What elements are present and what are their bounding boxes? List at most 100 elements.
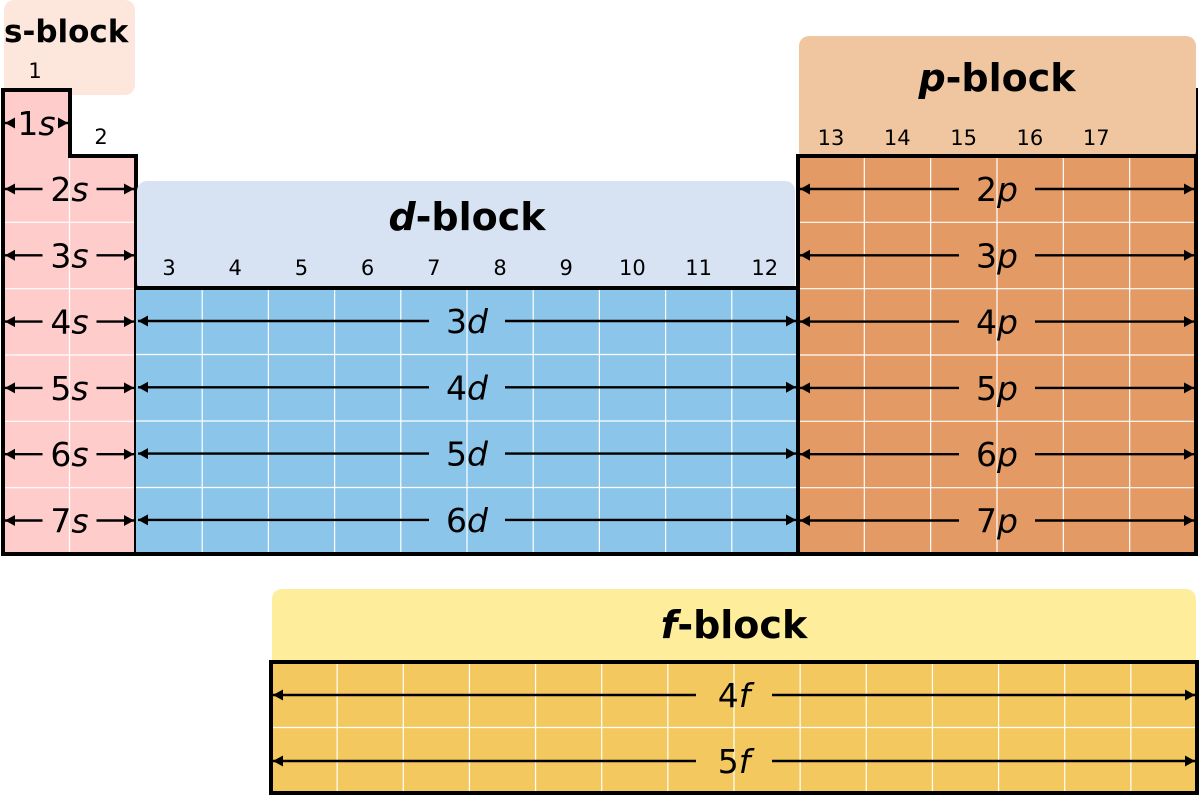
orbital-n: 7 — [976, 502, 997, 541]
orbital-n: 4 — [446, 368, 467, 407]
arrowhead-left — [5, 448, 15, 460]
arrowhead-left — [800, 448, 810, 460]
orbital-label: 5s — [50, 369, 88, 408]
orbital-label: 5d — [446, 435, 489, 474]
arrowhead-right — [1185, 755, 1195, 767]
orbital-label: 4p — [976, 303, 1018, 342]
orbital-l: d — [467, 302, 489, 341]
arrowhead-left — [5, 382, 15, 394]
arrowhead-left — [138, 315, 148, 327]
group-number-6: 6 — [361, 256, 374, 280]
p-block-header — [799, 36, 1196, 161]
arrowhead-right — [124, 448, 134, 460]
orbital-label: 6s — [50, 435, 88, 474]
p-block-outline — [796, 154, 1198, 556]
orbital-n: 5 — [50, 369, 71, 408]
orbital-row-4p: 4p — [800, 303, 1194, 342]
f-block-title-letter: f — [661, 603, 682, 647]
arrowhead-left — [273, 755, 283, 767]
arrowhead-right — [124, 316, 134, 328]
arrowhead-right — [1185, 689, 1195, 701]
orbital-l: s — [71, 369, 88, 408]
f-block-outline — [269, 660, 1199, 795]
arrowhead-right — [786, 315, 796, 327]
group-number-1: 1 — [28, 59, 41, 83]
orbital-n: 2 — [976, 170, 997, 209]
arrowhead-right — [58, 117, 68, 129]
orbital-l: p — [996, 170, 1018, 209]
arrowhead-left — [800, 316, 810, 328]
s-block-title: s-block — [4, 14, 130, 50]
orbital-label: 3s — [50, 236, 88, 275]
arrowhead-left — [273, 689, 283, 701]
orbital-l: d — [467, 368, 489, 407]
group-number-11: 11 — [685, 256, 712, 280]
orbital-n: 7 — [50, 502, 71, 541]
group-number-5: 5 — [295, 256, 308, 280]
orbital-l: s — [71, 303, 88, 342]
s-block-title-letter: s — [4, 14, 22, 50]
arrowhead-right — [786, 514, 796, 526]
orbital-label: 3p — [976, 236, 1018, 275]
orbital-l: d — [467, 501, 489, 540]
group-number-14: 14 — [884, 126, 911, 150]
arrowhead-left — [5, 183, 15, 195]
orbital-l: s — [71, 502, 88, 541]
orbital-row-5d: 5d — [138, 435, 796, 474]
arrowhead-left — [5, 316, 15, 328]
orbital-label: 4f — [718, 676, 755, 715]
orbital-row-6p: 6p — [800, 435, 1194, 474]
orbital-l: p — [996, 502, 1018, 541]
arrowhead-right — [124, 515, 134, 526]
arrowhead-left — [138, 381, 148, 393]
orbital-l: s — [71, 236, 88, 275]
group-number-12: 12 — [751, 256, 778, 280]
arrowhead-left — [800, 183, 810, 195]
group-number-13: 13 — [818, 126, 845, 150]
orbital-row-6d: 6d — [138, 501, 796, 540]
orbital-label: 3d — [446, 302, 489, 341]
orbital-n: 3 — [446, 302, 467, 341]
orbital-n: 1 — [17, 104, 38, 143]
orbital-n: 3 — [976, 236, 997, 275]
orbital-n: 2 — [50, 170, 71, 209]
arrowhead-left — [5, 249, 15, 261]
orbital-row-1s: 1s — [5, 104, 68, 143]
s-block-outline — [1, 88, 138, 556]
group-number-17: 17 — [1083, 126, 1110, 150]
orbital-row-5s: 5s — [5, 369, 134, 408]
arrowhead-left — [5, 117, 15, 129]
arrowhead-left — [138, 514, 148, 526]
group-number-8: 8 — [493, 256, 506, 280]
arrowhead-right — [124, 382, 134, 394]
arrowhead-right — [1184, 515, 1194, 526]
arrowhead-left — [5, 515, 15, 526]
orbital-row-4s: 4s — [5, 303, 134, 342]
p-block-gridlines — [798, 156, 1196, 554]
orbital-l: p — [996, 435, 1018, 474]
orbital-row-4f: 4f — [273, 676, 1195, 715]
group-number-9: 9 — [560, 256, 573, 280]
orbital-label: 6p — [976, 435, 1018, 474]
orbital-n: 4 — [718, 676, 739, 715]
arrowhead-left — [800, 382, 810, 394]
orbital-n: 5 — [718, 742, 739, 781]
s-block-title-rest: -block — [22, 14, 129, 50]
orbital-n: 6 — [50, 435, 71, 474]
orbital-label: 4s — [50, 303, 88, 342]
orbital-label: 6d — [446, 501, 489, 540]
orbital-label: 7s — [50, 502, 88, 541]
p-block-title-letter: p — [917, 56, 945, 100]
d-block-gridlines — [136, 288, 798, 554]
orbital-l: s — [71, 435, 88, 474]
arrowhead-left — [800, 515, 810, 526]
orbital-l: p — [996, 369, 1018, 408]
orbital-label: 1s — [17, 104, 55, 143]
p-block-title: p-block — [917, 56, 1076, 100]
orbital-label: 5p — [976, 369, 1018, 408]
arrowhead-right — [786, 448, 796, 460]
arrowhead-right — [786, 381, 796, 393]
